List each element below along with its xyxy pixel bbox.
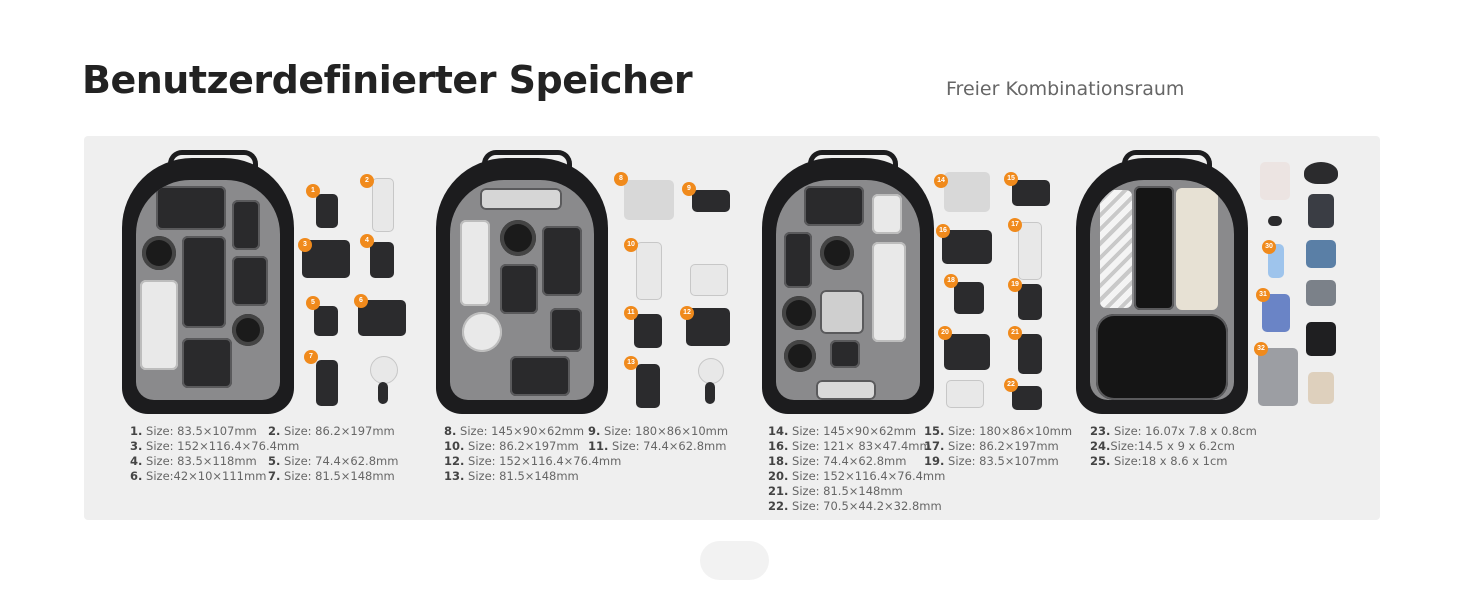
battery-charger-image [690, 264, 728, 296]
lens-image [954, 282, 984, 314]
spec-line: 1. Size: 83.5×107mm [130, 424, 257, 438]
telephoto-lens-image [372, 178, 394, 232]
spec-line: 12. Size: 152×116.4×76.4mm [444, 454, 622, 468]
lens-image [314, 306, 338, 336]
spec-line: 17. Size: 86.2×197mm [924, 439, 1059, 453]
storage-layout-3: 14 15 16 17 18 19 20 21 22 14. Size: 145… [732, 136, 1072, 520]
item-number-badge: 31 [1256, 288, 1270, 302]
telephoto-lens-image [636, 242, 662, 300]
item-number-badge: 20 [938, 326, 952, 340]
item-number-badge: 13 [624, 356, 638, 370]
item-number-badge: 11 [624, 306, 638, 320]
remote-controller-image [1012, 180, 1050, 206]
item-number-badge: 2 [360, 174, 374, 188]
spec-line: 2. Size: 86.2×197mm [268, 424, 395, 438]
item-number-badge: 3 [298, 238, 312, 252]
battery-charger-image [946, 380, 984, 408]
item-number-badge: 8 [614, 172, 628, 186]
tshirt-image [1306, 322, 1336, 356]
item-number-badge: 14 [934, 174, 948, 188]
spec-line: 25. Size:18 x 8.6 x 1cm [1090, 454, 1228, 468]
camera-image [944, 334, 990, 370]
backpack-image [762, 150, 934, 414]
spec-line: 18. Size: 74.4×62.8mm [768, 454, 907, 468]
item-number-badge: 18 [944, 274, 958, 288]
hat-image [1304, 162, 1338, 184]
drone-image [944, 172, 990, 212]
item-number-badge: 17 [1008, 218, 1022, 232]
item-number-badge: 16 [936, 224, 950, 238]
telephoto-lens-image [1018, 222, 1042, 280]
page-subtitle: Freier Kombinationsraum [946, 78, 1185, 100]
remote-controller-image [692, 190, 730, 212]
flash-stand-image [705, 382, 715, 404]
item-number-badge: 5 [306, 296, 320, 310]
flash-image [698, 358, 724, 384]
item-number-badge: 15 [1004, 172, 1018, 186]
flash-stand-image [378, 382, 388, 404]
spec-line: 14. Size: 145×90×62mm [768, 424, 917, 438]
hoodie-image [1308, 194, 1334, 228]
spec-line: 6. Size:42×10×111mm [130, 469, 267, 483]
lens-image [1018, 334, 1042, 374]
spec-line: 10. Size: 86.2×197mm [444, 439, 579, 453]
spec-line: 22. Size: 70.5×44.2×32.8mm [768, 499, 942, 513]
storage-layout-2: 8 9 10 11 12 13 8. Size: 145×90×62mm 9. … [408, 136, 732, 520]
spec-line: 5. Size: 74.4×62.8mm [268, 454, 399, 468]
spec-line: 7. Size: 81.5×148mm [268, 469, 395, 483]
spec-line: 21. Size: 81.5×148mm [768, 484, 903, 498]
spec-line: 16. Size: 121× 83×47.4mm [768, 439, 931, 453]
item-number-badge: 12 [680, 306, 694, 320]
spec-line: 19. Size: 83.5×107mm [924, 454, 1059, 468]
item-number-badge: 22 [1004, 378, 1018, 392]
spec-line: 3. Size: 152×116.4×76.4mm [130, 439, 300, 453]
spec-line: 24.Size:14.5 x 9 x 6.2cm [1090, 439, 1235, 453]
page-title: Benutzerdefinierter Speicher [82, 58, 693, 102]
spec-line: 4. Size: 83.5×118mm [130, 454, 257, 468]
spec-line: 20. Size: 152×116.4×76.4mm [768, 469, 946, 483]
spec-line: 23. Size: 16.07x 7.8 x 0.8cm [1090, 424, 1257, 438]
laptop-image [1258, 348, 1298, 406]
item-number-badge: 10 [624, 238, 638, 252]
item-number-badge: 6 [354, 294, 368, 308]
lens-image [634, 314, 662, 348]
backpack-image [1076, 150, 1248, 414]
spec-line: 8. Size: 145×90×62mm [444, 424, 585, 438]
item-number-badge: 19 [1008, 278, 1022, 292]
storage-layout-4: 30 31 32 23. Size: 16.07x 7.8 x 0.8cm 24… [1056, 136, 1380, 520]
item-number-badge: 7 [304, 350, 318, 364]
lens-image [316, 194, 338, 228]
camera-image [942, 230, 992, 264]
small-case-image [1268, 216, 1282, 226]
jeans-image [1306, 240, 1336, 268]
storage-layout-1: 1 2 3 4 5 6 7 1. Size: 83.5×107mm 2. Siz… [84, 136, 408, 520]
drone-image [624, 180, 674, 220]
item-number-badge: 30 [1262, 240, 1276, 254]
sweater-image [1306, 280, 1336, 306]
lens-image [636, 364, 660, 408]
item-number-badge: 9 [682, 182, 696, 196]
storage-showcase-panel: 1 2 3 4 5 6 7 1. Size: 83.5×107mm 2. Siz… [84, 136, 1380, 520]
lens-image [1018, 284, 1042, 320]
flash-image [370, 356, 398, 384]
pagination-indicator[interactable] [700, 541, 769, 580]
lens-image [316, 360, 338, 406]
item-number-badge: 21 [1008, 326, 1022, 340]
shirt-image [1260, 162, 1290, 200]
item-number-badge: 4 [360, 234, 374, 248]
camera-image [358, 300, 406, 336]
item-number-badge: 1 [306, 184, 320, 198]
item-number-badge: 32 [1254, 342, 1268, 356]
backpack-image [436, 150, 608, 414]
backpack-image [122, 150, 294, 414]
spec-line: 9. Size: 180×86×10mm [588, 424, 729, 438]
spec-line: 11. Size: 74.4×62.8mm [588, 439, 727, 453]
action-camera-image [1012, 386, 1042, 410]
spec-line: 15. Size: 180×86×10mm [924, 424, 1073, 438]
bag-image [1308, 372, 1334, 404]
lens-image [370, 242, 394, 278]
spec-line: 13. Size: 81.5×148mm [444, 469, 579, 483]
